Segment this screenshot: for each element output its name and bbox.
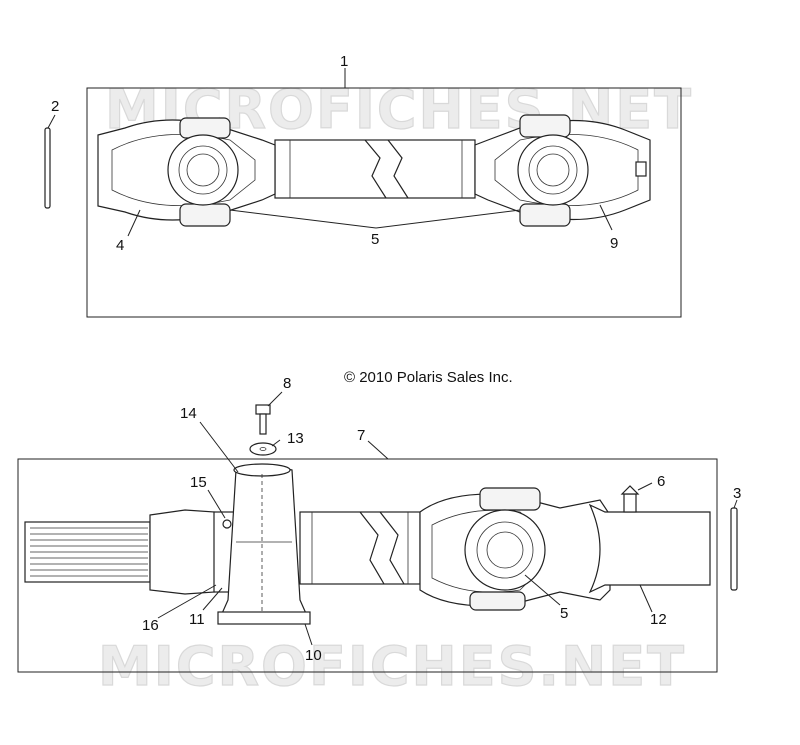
callout-11: 11 [189,611,205,628]
callout-2: 2 [51,98,59,115]
callout-6: 6 [657,473,665,490]
callout-16: 16 [142,617,159,634]
part-2-ring [44,127,51,209]
callout-12: 12 [650,611,667,628]
part-8-bolt [255,404,271,435]
callout-5-bottom: 5 [560,605,568,622]
callout-4: 4 [116,237,124,254]
callout-3: 3 [733,485,741,502]
bottom-drive-shaft [24,463,711,625]
callout-13: 13 [287,430,304,447]
callout-15: 15 [190,474,207,491]
callout-5-top: 5 [371,231,379,248]
callout-9: 9 [610,235,618,252]
top-assembly-frame [86,87,682,318]
top-drive-shaft [97,114,651,227]
callout-7: 7 [357,427,365,444]
callout-8: 8 [283,375,291,392]
watermark-bottom: MICROFICHES.NET [98,635,686,698]
callout-14: 14 [180,405,197,422]
callout-1: 1 [340,53,348,70]
bottom-assembly-frame [17,458,718,673]
callout-10: 10 [305,647,322,664]
copyright-text: © 2010 Polaris Sales Inc. [344,369,513,386]
part-13-washer [249,442,277,456]
part-3-ring [730,507,738,591]
